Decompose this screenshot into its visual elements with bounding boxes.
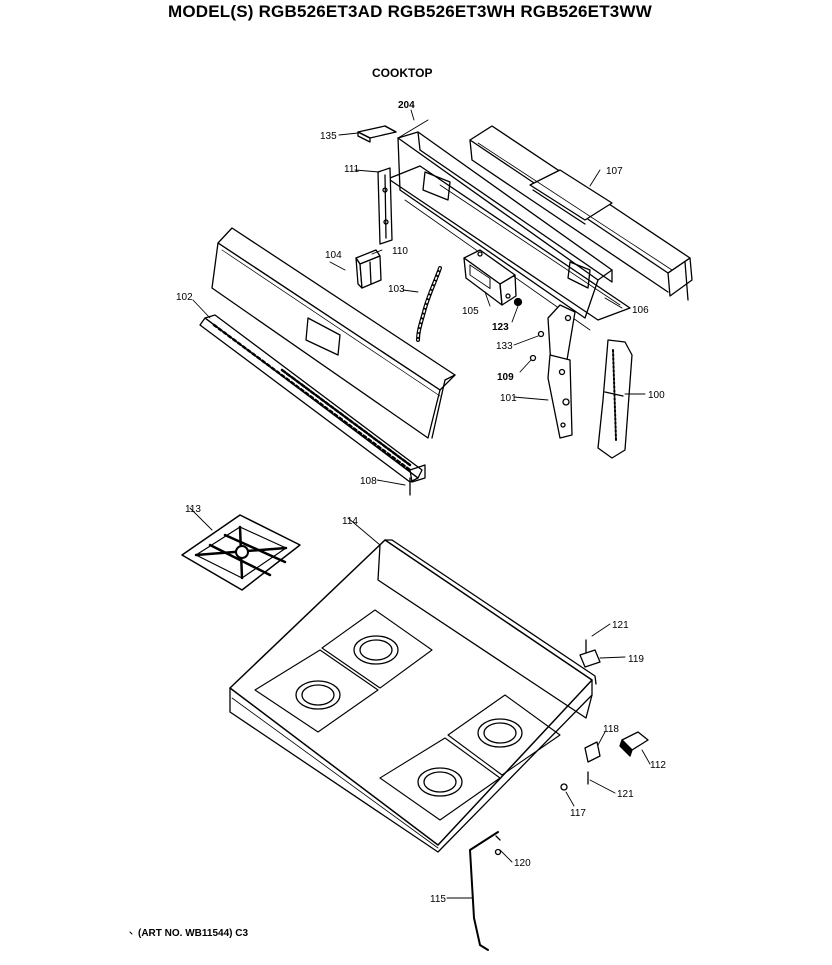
- part-114-cooktop: [229, 539, 597, 853]
- callout-121-lower: 121: [617, 789, 634, 800]
- callout-123: 123: [492, 322, 509, 333]
- callout-105: 105: [462, 306, 479, 317]
- part-119-clip: [579, 639, 601, 668]
- callout-113: 113: [185, 504, 201, 515]
- part-104-control-panel: [211, 227, 456, 439]
- callout-103: 103: [388, 284, 405, 295]
- part-112-igniter: [619, 731, 649, 757]
- fasteners-123-133-109: [513, 297, 545, 362]
- callout-100: 100: [648, 390, 665, 401]
- callout-102: 102: [176, 292, 193, 303]
- callout-112: 112: [650, 760, 666, 771]
- part-117-nut: [560, 783, 568, 791]
- art-number: (ART NO. WB11544) C3: [138, 928, 249, 939]
- section-title: COOKTOP: [372, 66, 433, 80]
- part-111-side-bracket: [377, 167, 393, 245]
- part-100-side-trim: [597, 339, 633, 459]
- callout-115: 115: [430, 894, 446, 905]
- callout-110: 110: [392, 246, 408, 257]
- callout-104: 104: [325, 250, 342, 261]
- callout-109: 109: [497, 372, 514, 383]
- callout-133: 133: [496, 341, 513, 352]
- callout-121-upper: 121: [612, 620, 629, 631]
- part-101-mount-bracket: [547, 304, 576, 439]
- part-135-bracket: [357, 125, 397, 143]
- callout-106: 106: [632, 305, 649, 316]
- leader-lines: [189, 109, 651, 899]
- part-103-wire-harness: [416, 266, 442, 342]
- callout-204: 204: [398, 100, 415, 111]
- callout-135: 135: [320, 131, 337, 142]
- callout-120: 120: [514, 858, 531, 869]
- part-113-grate: [181, 514, 301, 591]
- model-title: MODEL(S) RGB526ET3AD RGB526ET3WH RGB526E…: [168, 2, 652, 21]
- footer-mark: [129, 931, 133, 935]
- part-105-clock-timer: [463, 249, 517, 306]
- callout-119: 119: [628, 654, 644, 665]
- callout-labels: 204 135 107 111 110 104 103 105 106 102 …: [176, 100, 666, 905]
- part-110-switch: [355, 249, 382, 289]
- part-107-top-cap: [469, 125, 693, 301]
- callout-111: 111: [344, 164, 360, 175]
- part-118-clip: [584, 741, 601, 763]
- part-115-rod: [469, 831, 502, 951]
- callout-108: 108: [360, 476, 377, 487]
- callout-117: 117: [570, 808, 586, 819]
- callout-114: 114: [342, 516, 358, 527]
- callout-118: 118: [603, 724, 619, 735]
- callout-107: 107: [606, 166, 623, 177]
- callout-101: 101: [500, 393, 517, 404]
